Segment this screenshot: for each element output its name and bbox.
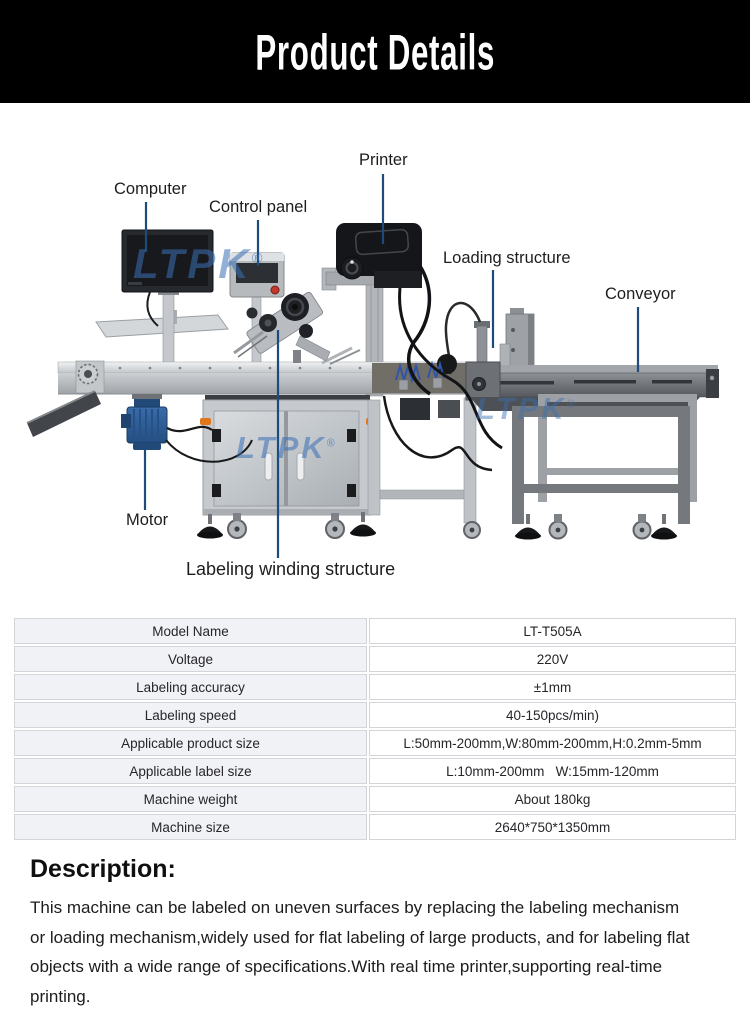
description-heading: Description:: [30, 855, 176, 883]
description-body: This machine can be labeled on uneven su…: [30, 898, 690, 1006]
labeling-winding-structure-label: Labeling winding structure: [186, 559, 396, 579]
loading-structure-label: Loading structure: [443, 249, 571, 267]
spec-table: Model Name LT-T505A Voltage 220V Labelin…: [12, 616, 738, 842]
drive-motor: [121, 394, 213, 450]
table-row: Model Name LT-T505A: [14, 618, 736, 644]
casters-and-feet: [197, 512, 677, 540]
discharge-chute: [26, 390, 101, 437]
labeling-winding-head: [233, 291, 331, 363]
spec-label: Machine size: [14, 814, 367, 840]
table-row: Labeling speed 40-150pcs/min): [14, 702, 736, 728]
annotation-leader-lines: [143, 174, 640, 558]
spec-label: Voltage: [14, 646, 367, 672]
spec-value: ±1mm: [369, 674, 736, 700]
table-row: Applicable label size L:10mm-200mm W:15m…: [14, 758, 736, 784]
machine-cabinet: [200, 395, 477, 524]
spec-label: Machine weight: [14, 786, 367, 812]
spec-label: Model Name: [14, 618, 367, 644]
computer-monitor: [95, 229, 229, 367]
conveyor-label: Conveyor: [605, 285, 676, 303]
spec-value: About 180kg: [369, 786, 736, 812]
control-panel-label: Control panel: [209, 198, 308, 216]
main-conveyor-table: [57, 346, 491, 395]
table-row: Applicable product size L:50mm-200mm,W:8…: [14, 730, 736, 756]
spec-value: L:50mm-200mm,W:80mm-200mm,H:0.2mm-5mm: [369, 730, 736, 756]
spec-label: Labeling speed: [14, 702, 367, 728]
spec-label: Labeling accuracy: [14, 674, 367, 700]
motor-label: Motor: [126, 511, 169, 529]
ltpk-watermark-cabinet: LTPK®: [236, 430, 335, 465]
ltpk-watermark-monitor: LTPK®: [133, 240, 263, 287]
page-header: Product Details: [0, 0, 750, 103]
spec-label: Applicable label size: [14, 758, 367, 784]
spec-value: L:10mm-200mm W:15mm-120mm: [369, 758, 736, 784]
table-row: Machine size 2640*750*1350mm: [14, 814, 736, 840]
table-row: Labeling accuracy ±1mm: [14, 674, 736, 700]
cables: [165, 265, 503, 472]
table-row: Voltage 220V: [14, 646, 736, 672]
machine-photo: [26, 174, 719, 558]
spec-label: Applicable product size: [14, 730, 367, 756]
computer-label: Computer: [114, 180, 187, 198]
spec-value: LT-T505A: [369, 618, 736, 644]
ltpk-watermark-conveyor: LTPK®: [476, 391, 575, 426]
table-row: Machine weight About 180kg: [14, 786, 736, 812]
printer-label: Printer: [359, 151, 408, 169]
spec-value: 2640*750*1350mm: [369, 814, 736, 840]
page-title: Product Details: [255, 23, 495, 80]
spec-value: 220V: [369, 646, 736, 672]
conveyor-stand: [512, 394, 697, 524]
spec-value: 40-150pcs/min): [369, 702, 736, 728]
